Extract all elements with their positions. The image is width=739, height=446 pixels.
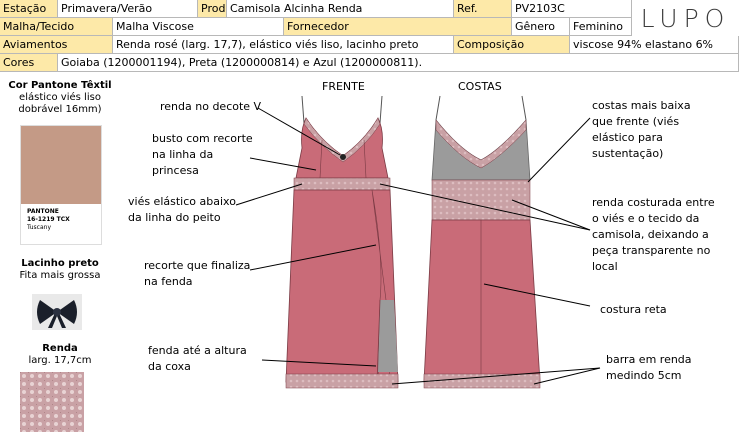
lace-swatch (20, 372, 84, 432)
swatch-color (21, 126, 101, 204)
estacao-value: Primavera/Verão (58, 0, 198, 18)
genero-value: Feminino (570, 18, 632, 36)
genero-label: Gênero (512, 18, 570, 36)
pantone-block: Cor Pantone Têxtil elástico viés liso do… (5, 80, 115, 116)
ref-value: PV2103C (512, 0, 632, 18)
annot-renda-cost-5: local (592, 260, 618, 273)
lupo-logo: LUPO (640, 3, 731, 33)
annot-costas-1: costas mais baixa (592, 99, 691, 112)
leader-lines (235, 107, 601, 385)
annot-vies: viés elástico abaixo da linha do peito (128, 194, 236, 226)
annot-costas-3: elástico para (592, 131, 663, 144)
annot-renda-cost-3: camisola, deixando a (592, 228, 709, 241)
ref-label: Ref. (454, 0, 512, 18)
pantone-desc-2: dobrável 16mm) (18, 104, 102, 115)
annot-costura: costura reta (600, 303, 667, 316)
front-heading: FRENTE (322, 80, 365, 93)
swatch-brand: PANTONE (27, 208, 59, 215)
lacinho-desc: Fita mais grossa (19, 270, 101, 281)
annot-recorte-1: recorte que finaliza (144, 259, 251, 272)
annot-renda-cost-4: peça transparente no (592, 244, 711, 257)
annot-recorte: recorte que finaliza na fenda (144, 258, 250, 290)
estacao-label: Estação (0, 0, 58, 18)
annot-costas: costas mais baixa que frente (viés elást… (592, 98, 691, 162)
annot-fenda-1: fenda até a altura (148, 344, 247, 357)
renda-desc: larg. 17,7cm (28, 355, 92, 366)
swatch-name: Tuscany (27, 224, 52, 231)
spec-header: Estação Primavera/Verão Produto Camisola… (0, 0, 739, 72)
malha-label: Malha/Tecido (0, 18, 113, 36)
cores-value: Goiaba (1200001194), Preta (1200000814) … (58, 54, 739, 72)
lacinho-title: Lacinho preto (21, 258, 99, 269)
bow-image (32, 294, 82, 330)
pantone-desc-1: elástico viés liso (19, 92, 101, 103)
back-garment (423, 95, 541, 389)
annot-barra: barra em renda medindo 5cm (606, 352, 692, 384)
aviamentos-value: Renda rosé (larg. 17,7), elástico viés l… (113, 36, 454, 54)
annot-renda-cost-2: o viés e o tecido da (592, 212, 700, 225)
pantone-title: Cor Pantone Têxtil (8, 80, 112, 91)
annot-renda-cost-1: renda costurada entre (592, 196, 715, 209)
annot-renda-costurada: renda costurada entre o viés e o tecido … (592, 195, 715, 275)
annot-busto-2: na linha da (152, 148, 214, 161)
front-garment (285, 95, 399, 389)
renda-block: Renda larg. 17,7cm (5, 343, 115, 367)
annot-busto: busto com recorte na linha da princesa (152, 131, 253, 179)
annot-barra-1: barra em renda (606, 353, 692, 366)
produto-label: Produto (198, 0, 227, 18)
renda-title: Renda (42, 343, 78, 354)
annot-barra-2: medindo 5cm (606, 369, 682, 382)
back-heading: COSTAS (458, 80, 502, 93)
pantone-swatch: PANTONE 16-1219 TCX Tuscany (20, 125, 102, 245)
fornecedor-label: Fornecedor (284, 18, 512, 36)
annot-vies-1: viés elástico abaixo (128, 195, 236, 208)
aviamentos-label: Aviamentos (0, 36, 113, 54)
composicao-label: Composição (454, 36, 570, 54)
annot-vies-2: da linha do peito (128, 211, 221, 224)
annot-fenda: fenda até a altura da coxa (148, 343, 247, 375)
swatch-code: 16-1219 TCX (27, 216, 70, 223)
annot-fenda-2: da coxa (148, 360, 191, 373)
produto-value: Camisola Alcinha Renda (227, 0, 454, 18)
cores-label: Cores (0, 54, 58, 72)
annot-renda-decote: renda no decote V (160, 100, 262, 113)
annot-costas-4: sustentação) (592, 147, 664, 160)
lacinho-block: Lacinho preto Fita mais grossa (5, 258, 115, 282)
annot-recorte-2: na fenda (144, 275, 193, 288)
malha-value: Malha Viscose (113, 18, 284, 36)
annot-busto-3: princesa (152, 164, 199, 177)
annot-costas-2: que frente (viés (592, 115, 680, 128)
annot-busto-1: busto com recorte (152, 132, 253, 145)
